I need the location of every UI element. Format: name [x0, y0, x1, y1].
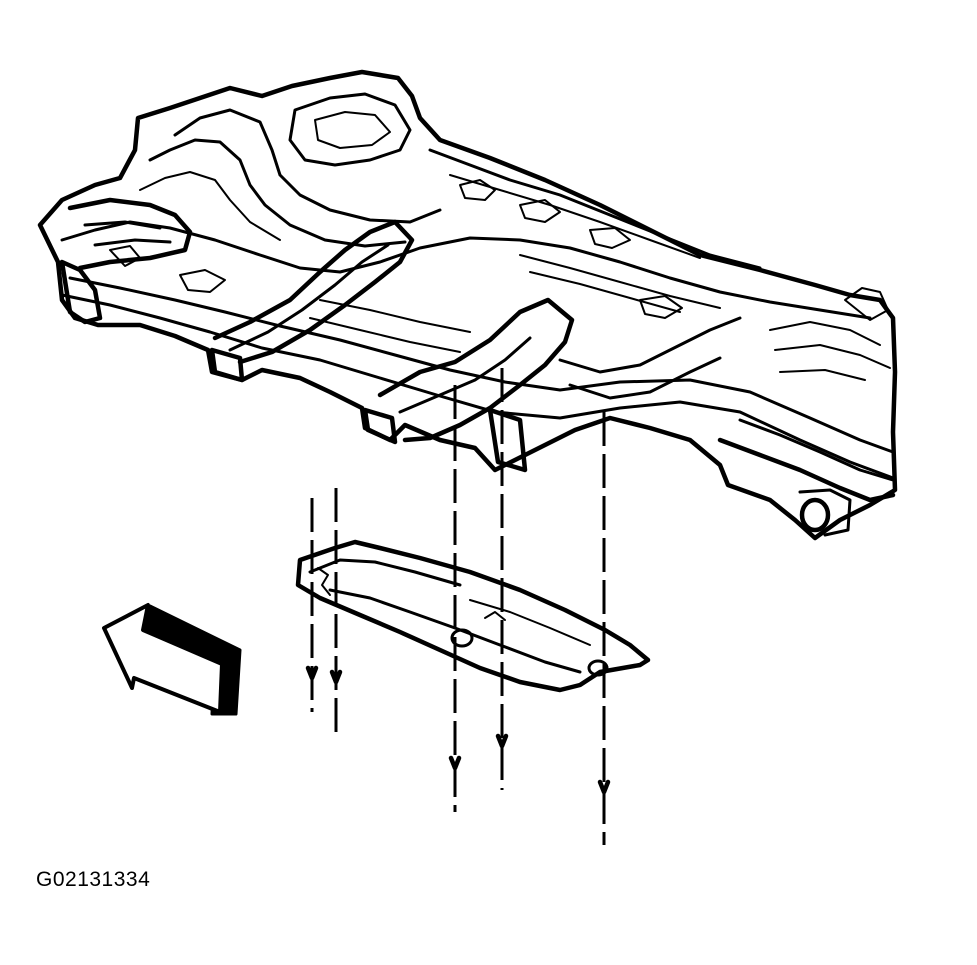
fastener-markers	[305, 665, 611, 795]
figure-identifier: G02131334	[36, 868, 151, 891]
underbody-shield-panel	[295, 539, 651, 693]
vehicle-underbody-frame	[37, 69, 898, 541]
forward-direction-arrow-icon	[102, 603, 242, 716]
